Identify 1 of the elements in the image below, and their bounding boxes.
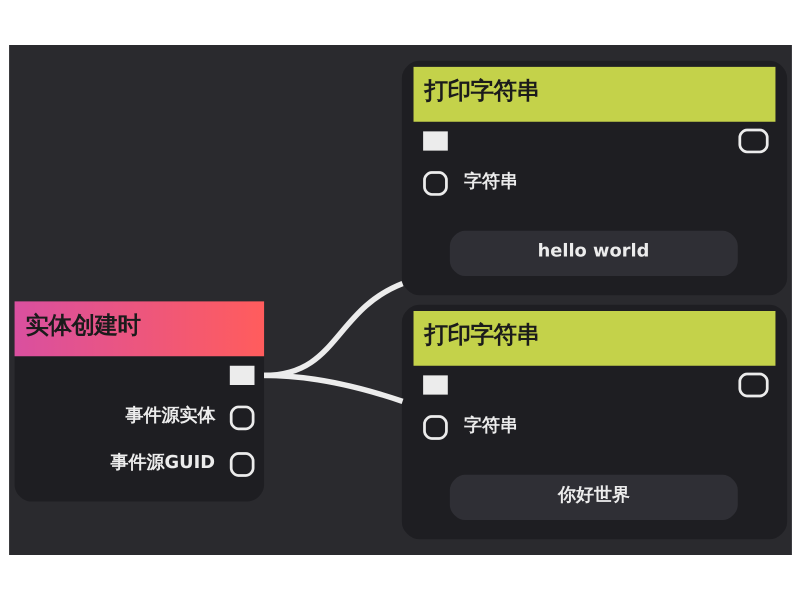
connector: [264, 372, 403, 404]
